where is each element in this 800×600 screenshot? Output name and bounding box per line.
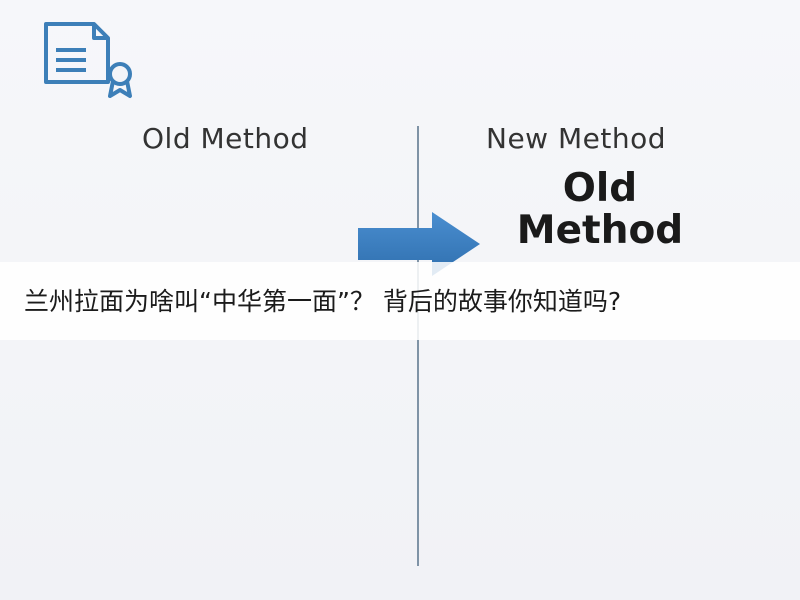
caption-banner — [0, 262, 800, 340]
old-method-label: Old Method — [495, 168, 705, 252]
arrow-right-icon — [358, 212, 480, 276]
old-method-label-line2: Method — [516, 208, 684, 253]
document-badge-icon — [44, 22, 132, 98]
new-method-heading: New Method — [486, 122, 666, 155]
old-method-label-line1: Old — [562, 166, 638, 211]
column-divider — [417, 126, 419, 566]
old-method-heading: Old Method — [142, 122, 309, 155]
caption-text: 兰州拉面为啥叫“中华第一面”？ 背后的故事你知道吗? — [24, 287, 622, 316]
